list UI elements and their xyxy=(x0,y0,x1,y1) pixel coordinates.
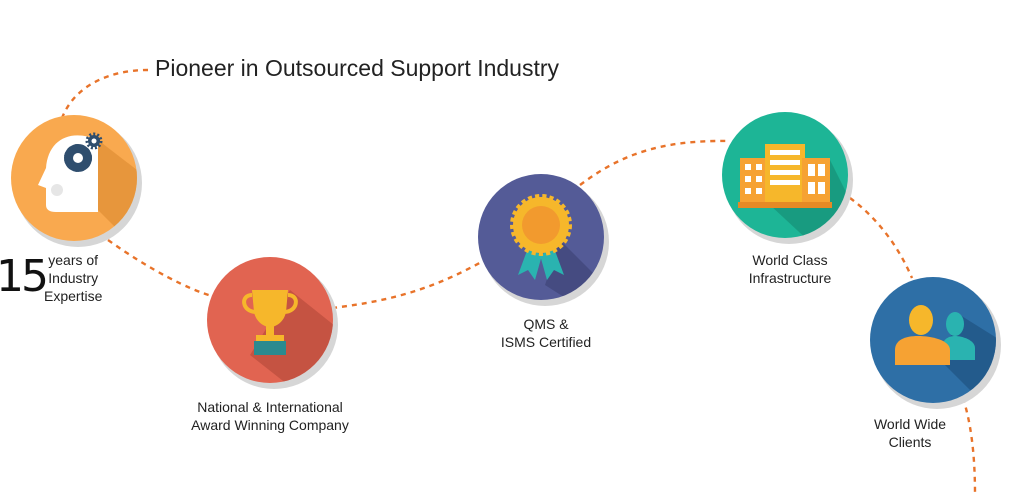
infrastructure-label: World Class Infrastructure xyxy=(748,252,832,286)
head-gears-icon xyxy=(38,132,103,212)
award-label: National & International Award Winning C… xyxy=(191,399,349,433)
certified-label: QMS & ISMS Certified xyxy=(500,316,592,350)
experience-label: years of Industry Expertise xyxy=(44,252,103,304)
years-number: 15 xyxy=(0,251,49,302)
infrastructure-badge xyxy=(722,112,853,244)
experience-badge xyxy=(11,115,142,247)
building-icon xyxy=(738,144,832,208)
award-badge xyxy=(207,257,338,389)
people-icon xyxy=(895,305,975,365)
medal-icon xyxy=(510,194,572,280)
clients-label: World Wide Clients xyxy=(873,416,947,450)
trophy-icon xyxy=(242,290,298,355)
page-title: Pioneer in Outsourced Support Industry xyxy=(155,55,560,81)
clients-badge xyxy=(870,277,1001,409)
certified-badge xyxy=(478,174,609,306)
dashed-path xyxy=(60,68,977,494)
